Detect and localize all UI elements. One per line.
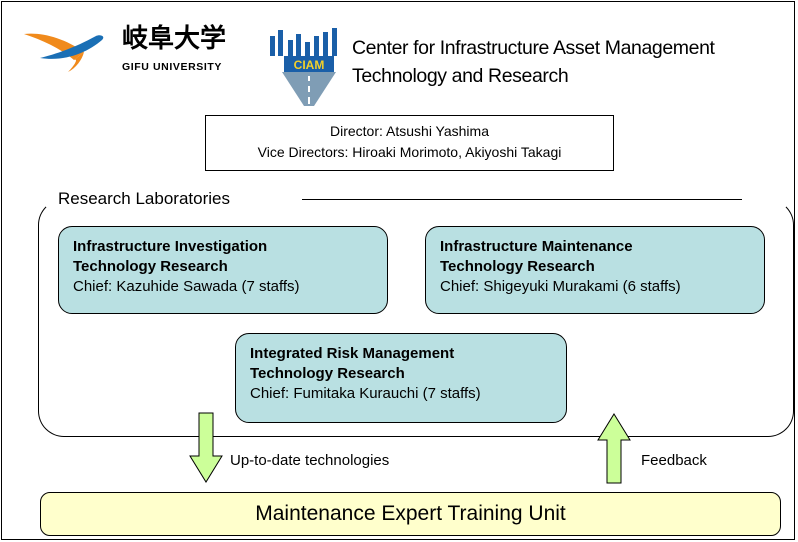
ciam-road-icon: CIAM xyxy=(270,28,337,106)
lab-name-line2: Technology Research xyxy=(250,365,405,382)
lab-infrastructure-investigation: Infrastructure Investigation Technology … xyxy=(58,226,388,314)
feedback-label: Feedback xyxy=(641,452,707,469)
center-title: Center for Infrastructure Asset Manageme… xyxy=(352,34,792,90)
gifu-bird-icon: 岐阜大学 GIFU UNIVERSITY xyxy=(24,23,226,73)
lab-chief: Chief: Shigeyuki Murakami (6 staffs) xyxy=(440,278,681,295)
research-group-top-border xyxy=(302,199,742,200)
up-to-date-technologies-label: Up-to-date technologies xyxy=(230,452,390,469)
gifu-english-logotype: GIFU UNIVERSITY xyxy=(122,61,222,73)
lab-chief: Chief: Fumitaka Kurauchi (7 staffs) xyxy=(250,385,481,402)
director-text: Director: Atsushi Yashima xyxy=(330,123,489,139)
lab-name-line1: Infrastructure Maintenance xyxy=(440,238,633,255)
gifu-kanji-logotype: 岐阜大学 xyxy=(122,23,226,54)
research-laboratories-group xyxy=(38,199,794,437)
research-laboratories-label: Research Laboratories xyxy=(58,188,238,210)
down-arrow-icon xyxy=(189,412,223,483)
up-arrow-icon xyxy=(597,413,631,484)
lab-integrated-risk-management: Integrated Risk Management Technology Re… xyxy=(235,333,567,423)
gifu-university-logo: 岐阜大学 GIFU UNIVERSITY xyxy=(22,20,258,76)
maintenance-expert-training-unit: Maintenance Expert Training Unit xyxy=(40,492,781,536)
ciam-logo: CIAM xyxy=(268,26,348,108)
center-title-line2: Technology and Research xyxy=(352,65,569,87)
lab-name-line2: Technology Research xyxy=(440,258,595,275)
lab-name-line1: Infrastructure Investigation xyxy=(73,238,268,255)
leadership-box: Director: Atsushi Yashima Vice Directors… xyxy=(205,115,614,171)
lab-name-line2: Technology Research xyxy=(73,258,228,275)
center-title-line1: Center for Infrastructure Asset Manageme… xyxy=(352,37,715,59)
vice-directors-text: Vice Directors: Hiroaki Morimoto, Akiyos… xyxy=(257,144,562,160)
lab-chief: Chief: Kazuhide Sawada (7 staffs) xyxy=(73,278,300,295)
lab-name-line1: Integrated Risk Management xyxy=(250,345,455,362)
lab-infrastructure-maintenance: Infrastructure Maintenance Technology Re… xyxy=(425,226,765,314)
ciam-logotype: CIAM xyxy=(294,58,325,72)
